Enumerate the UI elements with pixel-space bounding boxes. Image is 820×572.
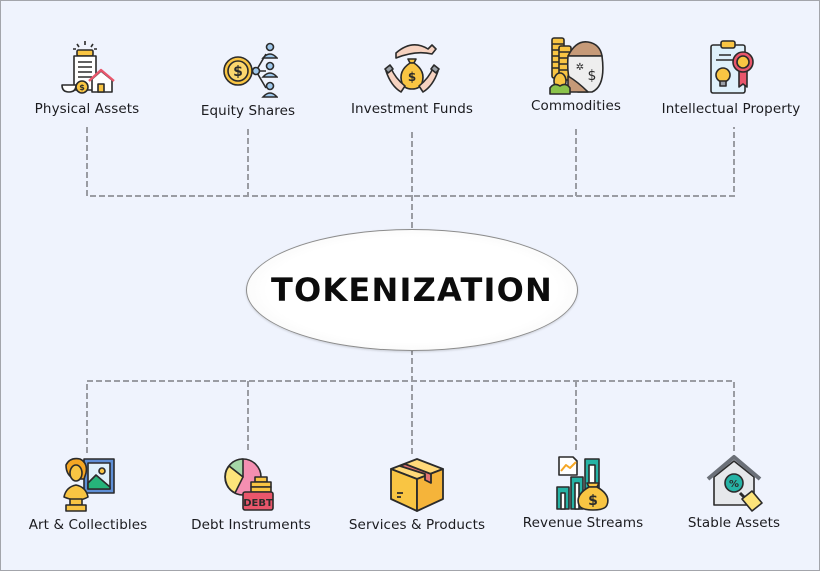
node-label: Equity Shares <box>200 103 296 119</box>
node-services-products: Services & Products <box>342 455 492 533</box>
svg-text:✲: ✲ <box>576 62 584 73</box>
svg-text:$: $ <box>233 64 243 80</box>
clipboard-lightbulb-ribbon-icon <box>710 40 754 94</box>
svg-text:$: $ <box>588 493 598 509</box>
node-label: Investment Funds <box>350 101 474 117</box>
node-debt-instruments: DEBT Debt Instruments <box>186 455 316 533</box>
node-label: Physical Assets <box>34 101 140 117</box>
svg-text:$: $ <box>408 70 416 84</box>
bar-chart-money-bag-icon: $ <box>556 456 609 511</box>
coin-shareholders-icon: $ <box>223 42 278 98</box>
pie-chart-debt-icon: DEBT <box>224 458 274 511</box>
node-label: Art & Collectibles <box>28 517 148 533</box>
node-equity-shares: $ Equity Shares <box>188 41 308 119</box>
node-label: Services & Products <box>348 517 486 533</box>
package-box-icon <box>390 458 444 512</box>
center-title: TOKENIZATION <box>271 271 553 309</box>
node-label: Commodities <box>530 98 622 114</box>
node-commodities: $ ✲ Commodities <box>516 36 636 114</box>
node-label: Intellectual Property <box>661 101 801 117</box>
node-investment-funds: $ Investment Funds <box>342 39 482 117</box>
svg-text:%: % <box>729 479 739 490</box>
debt-badge-text: DEBT <box>243 498 273 509</box>
node-revenue-streams: $ Revenue Streams <box>513 453 653 531</box>
node-physical-assets: $ Physical Assets <box>27 39 147 117</box>
bust-painting-icon <box>63 457 115 512</box>
node-art-collectibles: Art & Collectibles <box>23 455 153 533</box>
tokenization-center-node: TOKENIZATION <box>246 229 578 351</box>
node-stable-assets: % Stable Assets <box>674 453 794 531</box>
node-label: Stable Assets <box>687 515 781 531</box>
node-label: Debt Instruments <box>191 517 311 533</box>
node-label: Revenue Streams <box>522 515 644 531</box>
building-house-coin-icon: $ <box>61 41 115 94</box>
svg-text:$: $ <box>79 83 85 92</box>
hands-money-bag-icon: $ <box>384 44 440 93</box>
svg-text:$: $ <box>588 68 597 84</box>
house-percent-lock-icon: % <box>706 455 763 512</box>
node-intellectual-property: Intellectual Property <box>656 39 806 117</box>
coins-grain-sack-icon: $ ✲ <box>549 37 604 95</box>
